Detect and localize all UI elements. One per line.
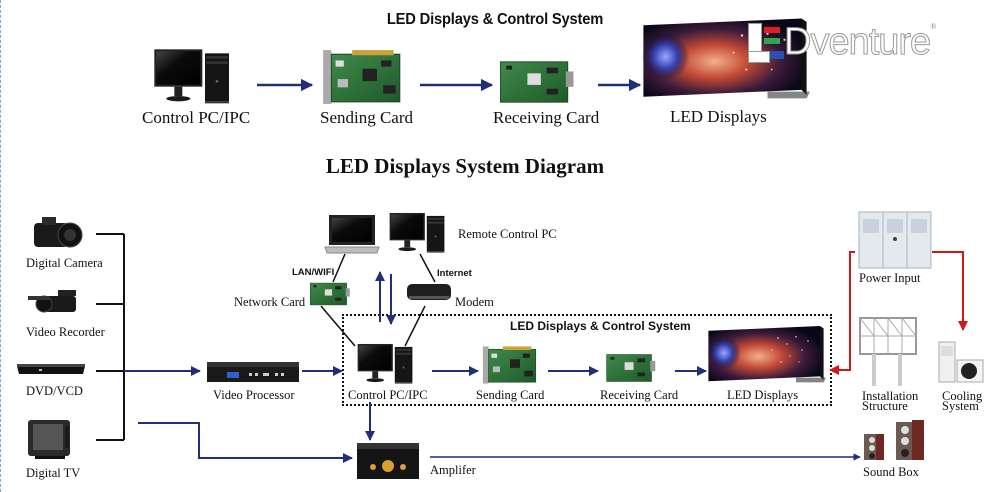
speaker-icon <box>864 420 924 460</box>
modem-icon <box>407 284 451 300</box>
page-left-border <box>0 0 4 492</box>
arrow-sources-to-amplifier <box>138 422 353 463</box>
logo-l-mark <box>748 23 784 63</box>
network-card-icon <box>309 282 351 306</box>
top-section-title: LED Displays & Control System <box>386 11 604 28</box>
top-label-receiving-card: Receiving Card <box>493 108 600 127</box>
amplifier-icon <box>357 443 419 479</box>
registered-mark: ® <box>930 22 937 31</box>
power-arrow-to-cooling <box>932 251 968 331</box>
label-installation-line1: Installation <box>862 389 919 403</box>
logo-text: Dventure <box>783 21 931 63</box>
remote-pc-icon <box>389 212 445 253</box>
top-label-sending-card: Sending Card <box>320 108 414 127</box>
label-cooling-line1: Cooling <box>942 389 983 403</box>
label-inner-led-displays: LED Displays <box>727 388 799 402</box>
laptop-icon <box>324 215 380 254</box>
video-processor-icon <box>207 362 299 382</box>
video-recorder-icon <box>28 290 76 313</box>
inner-led-display-icon <box>707 326 826 383</box>
label-power-input: Power Input <box>859 271 921 285</box>
label-network-card: Network Card <box>234 295 306 309</box>
label-inner-control-pc: Control PC/IPC <box>348 388 428 402</box>
label-remote-control-pc: Remote Control PC <box>458 227 557 241</box>
label-amplifier: Amplifer <box>430 463 476 477</box>
top-label-led-displays: LED Displays <box>670 107 767 126</box>
source-bracket <box>96 233 125 441</box>
tv-icon <box>28 420 70 459</box>
label-cooling-line2: System <box>942 399 979 413</box>
label-digital-tv: Digital TV <box>26 466 81 480</box>
control-system-boundary <box>342 314 832 406</box>
power-cabinet-icon <box>858 211 932 269</box>
label-modem: Modem <box>455 295 494 309</box>
label-inner-sending-card: Sending Card <box>476 388 545 402</box>
label-lan-wifi: LAN/WIFI <box>292 267 335 278</box>
air-conditioner-icon <box>938 341 984 383</box>
label-video-recorder: Video Recorder <box>26 325 105 339</box>
label-inner-receiving-card: Receiving Card <box>600 388 679 402</box>
label-digital-camera: Digital Camera <box>26 256 103 270</box>
power-arrow-to-display <box>829 251 855 375</box>
camera-icon <box>34 217 83 248</box>
remote-links <box>320 253 436 347</box>
label-dvd-vcd: DVD/VCD <box>26 384 83 398</box>
dvd-player-icon <box>17 364 85 374</box>
inner-receiving-card-icon <box>606 354 656 382</box>
control-system-title: LED Displays & Control System <box>510 319 691 333</box>
label-video-processor: Video Processor <box>213 388 295 402</box>
inner-sending-card-icon <box>482 346 537 384</box>
label-installation-line2: Structure <box>862 399 908 413</box>
label-internet: Internet <box>437 268 472 279</box>
steel-frame-icon <box>859 317 917 386</box>
ledventure-logo: Dventure ® <box>748 21 937 63</box>
diagram-title: LED Displays System Diagram <box>325 154 605 178</box>
top-label-control-pc: Control PC/IPC <box>142 108 251 127</box>
control-pc-icon <box>357 343 413 384</box>
label-sound-box: Sound Box <box>863 465 919 479</box>
